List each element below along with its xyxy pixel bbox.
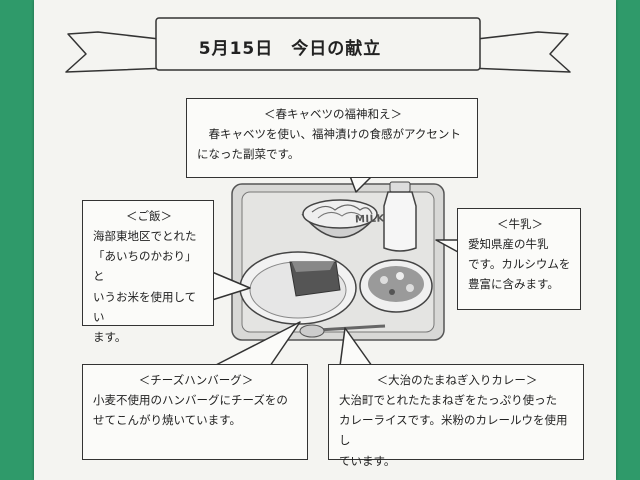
title-ribbon [65,17,571,73]
curry-heading: ＜大治のたまねぎ入りカレー＞ [376,373,538,387]
spoon-icon [299,324,386,338]
curry-description-box: ＜大治のたまねぎ入りカレー＞ 大治町でとれたたまねぎをたっぷり使った カレーライ… [328,364,584,468]
milk-heading: ＜牛乳＞ [497,217,543,231]
milk-description-box: ＜牛乳＞ 愛知県産の牛乳 です。カルシウムを 豊富に含みます。 [457,208,581,310]
hamburg-description-box: ＜チーズハンバーグ＞ 小麦不使用のハンバーグにチーズをの せてこんがり焼いていま… [82,364,308,460]
hamburg-heading: ＜チーズハンバーグ＞ [138,373,254,387]
rice-plate-icon [239,251,357,325]
curry-bowl-icon [359,259,433,313]
page-title: 5月15日 今日の献立 [198,39,382,59]
curry-text: 大治町でとれたたまねぎをたっぷり使った カレーライスです。米粉のカレールウを使用… [339,393,568,468]
rice-description-box: ＜ご飯＞ 海部東地区でとれた 「あいちのかおり」と いうお米を使用してい ます。 [82,200,214,344]
cabbage-text: 春キャベツを使い、福神漬けの食感がアクセント になった副菜です。 [197,127,461,162]
rice-text: 海部東地区でとれた 「あいちのかおり」と いうお米を使用してい ます。 [93,229,197,344]
cabbage-heading: ＜春キャベツの福神和え＞ [264,107,402,121]
rice-heading: ＜ご飯＞ [126,209,172,223]
milk-label: MILK [354,213,385,226]
cabbage-description-box: ＜春キャベツの福神和え＞ 春キャベツを使い、福神漬けの食感がアクセント になった… [186,98,478,178]
cabbage-bowl-icon [301,199,379,239]
milk-bottle-icon [383,181,417,252]
hamburg-text: 小麦不使用のハンバーグにチーズをの せてこんがり焼いています。 [93,393,288,428]
milk-text: 愛知県産の牛乳 です。カルシウムを 豊富に含みます。 [468,237,571,292]
